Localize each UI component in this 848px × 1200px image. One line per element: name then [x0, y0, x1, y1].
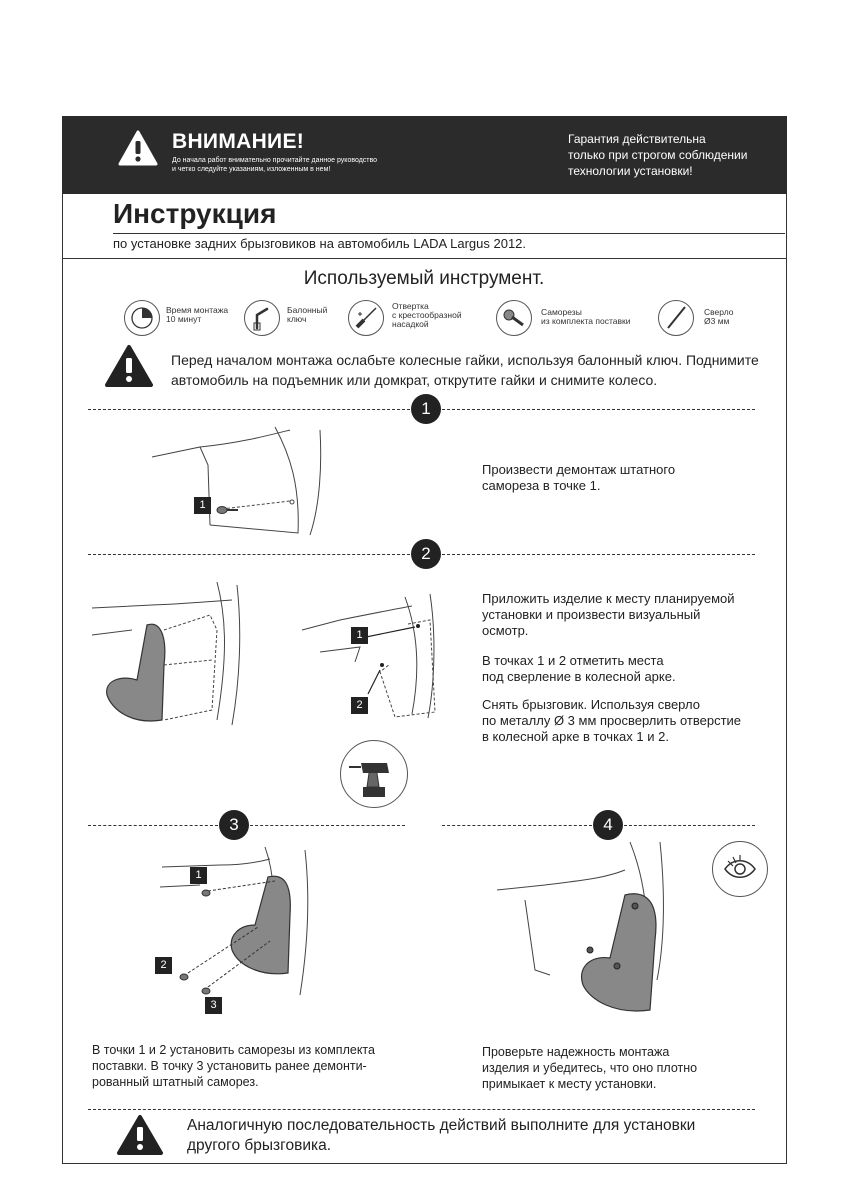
- warning-icon: [105, 345, 153, 387]
- warning-icon: [117, 1115, 163, 1155]
- point-label-3: 3: [205, 997, 222, 1014]
- final-warning-text: Аналогичную последовательность действий …: [187, 1117, 696, 1154]
- step-divider: [442, 409, 755, 410]
- illustration-step1: [151, 426, 322, 536]
- warning-icon: [118, 130, 158, 166]
- warranty-note-3: технологии установки!: [568, 164, 693, 178]
- point-label-1: 1: [194, 497, 211, 514]
- point-label-2: 2: [351, 697, 368, 714]
- page-title: Инструкция: [113, 198, 277, 229]
- section-divider: [62, 258, 787, 259]
- warning-subtext-2: и четко следуйте указаниям, изложенным в…: [172, 166, 331, 173]
- step-divider: [88, 554, 410, 555]
- illustration-step2-marks: [301, 593, 436, 719]
- step3-text: В точки 1 и 2 установить саморезы из ком…: [92, 1043, 375, 1089]
- warning-subtext-1: До начала работ внимательно прочитайте д…: [172, 157, 378, 164]
- warranty-note-1: Гарантия действительна: [568, 132, 706, 146]
- drill-bit-icon: [658, 300, 694, 336]
- point-label-1: 1: [190, 867, 207, 884]
- tools-heading: Используемый инструмент.: [303, 268, 545, 289]
- warning-title: ВНИМАНИЕ!: [172, 130, 305, 153]
- prep-warning-text: Перед началом монтажа ослабьте колесные …: [171, 352, 759, 388]
- step-number-4: 4: [593, 810, 623, 840]
- step-divider: [442, 825, 592, 826]
- illustration-step2-mudflap: [91, 581, 241, 726]
- clock-icon: [124, 300, 160, 336]
- drill-icon: [340, 740, 408, 808]
- step-divider: [250, 825, 405, 826]
- step-divider: [88, 825, 218, 826]
- final-divider: [88, 1109, 755, 1110]
- eye-inspection-icon: [712, 841, 768, 897]
- title-underline: [113, 233, 785, 234]
- screwdriver-icon: [348, 300, 384, 336]
- step-divider: [442, 554, 755, 555]
- step-number-1: 1: [411, 394, 441, 424]
- illustration-step4: [496, 841, 664, 1012]
- page-subtitle: по установке задних брызговиков на автом…: [113, 236, 527, 251]
- step-divider: [88, 409, 410, 410]
- step-divider: [624, 825, 755, 826]
- screw-icon: [496, 300, 532, 336]
- step-number-2: 2: [411, 539, 441, 569]
- warranty-note-2: только при строгом соблюдении: [568, 148, 748, 162]
- wrench-icon: [244, 300, 280, 336]
- step-number-3: 3: [219, 810, 249, 840]
- point-label-1: 1: [351, 627, 368, 644]
- illustration-step3: [159, 846, 309, 996]
- warning-banner: [62, 116, 787, 194]
- point-label-2: 2: [155, 957, 172, 974]
